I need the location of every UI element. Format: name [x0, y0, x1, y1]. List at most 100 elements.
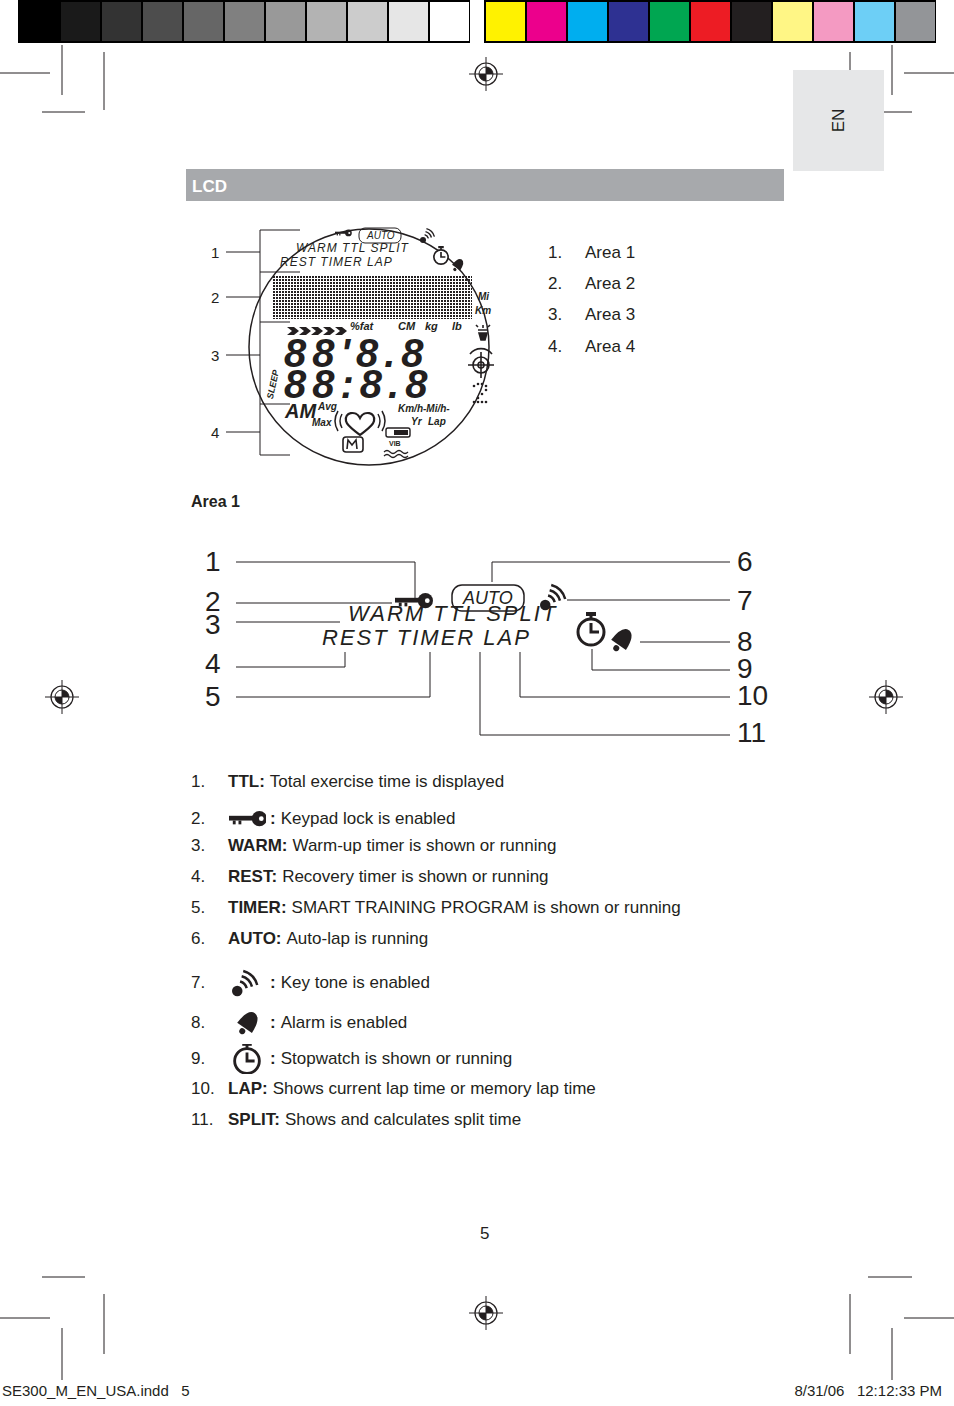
lcd-segment: AM — [285, 401, 316, 421]
legend-row: 6.AUTO:Auto-lap is running — [191, 928, 428, 950]
legend-row: 1.TTL:Total exercise time is displayed — [191, 771, 504, 793]
term: WARM: — [228, 835, 287, 857]
memory-m — [347, 440, 357, 449]
lcd-unit: Lap — [428, 417, 446, 427]
registration-mark — [45, 680, 79, 714]
date-stamp: 8/31/06 12:12:33 PM — [794, 1383, 942, 1398]
lcd-unit: Mi — [478, 292, 489, 302]
list-number: 8. — [191, 1012, 228, 1034]
leader-line — [592, 649, 730, 670]
lcd-segment: REST TIMER LAP — [280, 256, 393, 268]
color-patch — [732, 2, 771, 41]
crop-mark — [892, 1328, 893, 1380]
gray-scale-bar — [18, 0, 470, 43]
lcd-unit: kg — [425, 321, 438, 332]
legend-row: 7.:Key tone is enabled — [191, 968, 430, 998]
crop-mark — [42, 1277, 85, 1278]
lcd-segment: WARM TTL SPLIT — [296, 242, 409, 254]
color-patch — [773, 2, 812, 41]
color-patch — [814, 2, 853, 41]
term: : — [270, 808, 276, 830]
list-number: 6. — [191, 928, 228, 950]
callout-number: 8 — [737, 628, 753, 656]
term: : — [270, 1012, 276, 1034]
color-patch — [430, 2, 469, 41]
language-code: EN — [830, 109, 847, 133]
list-text: Area 4 — [585, 338, 635, 355]
term: LAP: — [228, 1078, 268, 1100]
battery-icon — [386, 428, 410, 437]
term: AUTO: — [228, 928, 282, 950]
legend-row: 10.LAP:Shows current lap time or memory … — [191, 1078, 596, 1100]
auto-frame — [359, 228, 401, 243]
list-text: Area 3 — [585, 306, 635, 323]
legend-row: 4.REST:Recovery timer is shown or runnin… — [191, 866, 549, 888]
description: Recovery timer is shown or running — [282, 866, 548, 888]
color-patch — [896, 2, 935, 41]
lcd-illustration — [226, 228, 494, 465]
callout-number: 9 — [737, 655, 753, 683]
battery-fill — [394, 430, 408, 435]
color-patch — [102, 2, 141, 41]
dotted-digit — [473, 383, 488, 404]
list-number: 4. — [191, 866, 228, 888]
crop-mark — [892, 45, 893, 95]
description: SMART TRAINING PROGRAM is shown or runni… — [292, 897, 681, 919]
heart-waves — [335, 411, 385, 431]
color-patch — [348, 2, 387, 41]
crop-mark — [850, 1294, 851, 1354]
lcd-unit: lb — [452, 321, 462, 332]
subheading: Area 1 — [191, 494, 240, 510]
alarm-symbol — [228, 1008, 266, 1038]
term: SPLIT: — [228, 1109, 280, 1131]
memory-icon — [343, 437, 363, 452]
leader-line — [520, 652, 730, 697]
list-number: 7. — [191, 972, 228, 994]
stopwatch-icon — [235, 1044, 260, 1073]
color-patch — [691, 2, 730, 41]
description: Shows and calculates split time — [285, 1109, 521, 1131]
sound-icon — [232, 971, 257, 996]
lcd-digits: 88:8.8 — [284, 364, 433, 404]
area1-illustration — [236, 562, 730, 735]
list-number: 10. — [191, 1078, 228, 1100]
crop-mark — [104, 52, 105, 110]
crop-mark — [0, 1318, 50, 1319]
alarm-icon — [233, 1008, 262, 1038]
callout-number: 3 — [205, 611, 221, 639]
color-patch — [486, 2, 525, 41]
crop-mark — [62, 1328, 63, 1380]
crop-mark — [104, 1294, 105, 1354]
vibe-waves — [384, 451, 408, 458]
description: Stopwatch is shown or running — [281, 1048, 513, 1070]
crop-mark — [42, 112, 85, 113]
color-patch — [609, 2, 648, 41]
callout-number: 7 — [737, 587, 753, 615]
callout-number: 1 — [211, 245, 219, 260]
registration-mark — [869, 680, 903, 714]
leader-line — [492, 562, 730, 582]
list-number: 5. — [191, 897, 228, 919]
description: Alarm is enabled — [281, 1012, 408, 1034]
callout-number: 5 — [205, 683, 221, 711]
dot-matrix — [272, 275, 472, 319]
color-patch — [225, 2, 264, 41]
description: Keypad lock is enabled — [281, 808, 456, 830]
legend-row: 11.SPLIT:Shows and calculates split time — [191, 1109, 521, 1131]
sound-icon — [420, 229, 434, 243]
list-number: 1. — [191, 771, 228, 793]
leader-line — [640, 642, 730, 643]
leader-line — [236, 652, 345, 667]
color-bar — [484, 0, 936, 43]
sound-symbol — [228, 968, 266, 998]
language-tab: EN — [793, 70, 884, 171]
list-number: 2. — [191, 808, 228, 830]
list-number: 4. — [548, 338, 562, 355]
status-icons — [468, 325, 494, 378]
term: : — [270, 1048, 276, 1070]
watch-symbol — [228, 1044, 266, 1074]
color-patch — [650, 2, 689, 41]
lcd-unit: Km/h-Mi/h- — [398, 404, 450, 414]
color-patch — [20, 2, 59, 41]
